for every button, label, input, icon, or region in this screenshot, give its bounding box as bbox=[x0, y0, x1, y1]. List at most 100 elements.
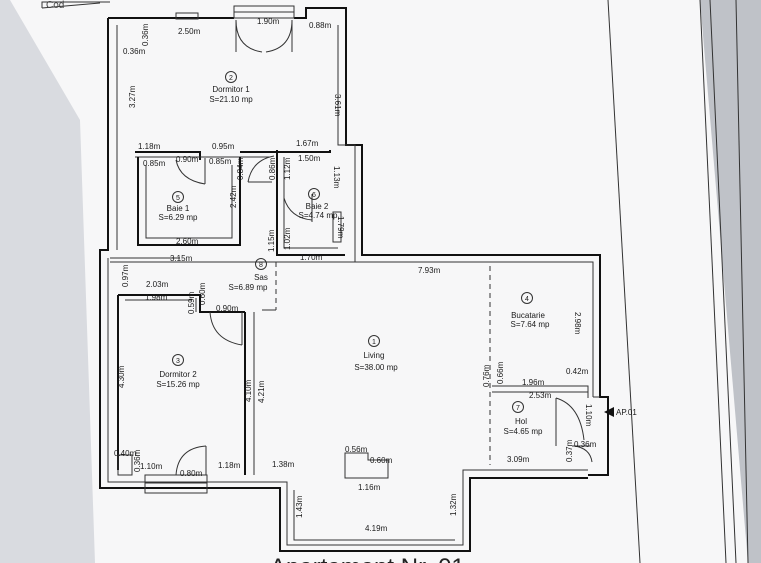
title-frame bbox=[41, 1, 110, 8]
dim-label: 1.10m bbox=[140, 462, 163, 471]
dim-label: 3.27m bbox=[128, 85, 137, 108]
baie-2-walls bbox=[276, 150, 345, 256]
dim-label: 1.12m bbox=[283, 157, 292, 180]
room-4-area: S=7.64 mp bbox=[511, 320, 550, 329]
room-8-number: 8 bbox=[259, 262, 263, 269]
dim-label: 2.53m bbox=[529, 391, 552, 400]
dim-label: 0.88m bbox=[309, 21, 332, 30]
dim-label: 4.21m bbox=[257, 380, 266, 403]
room-8-name: Sas bbox=[254, 273, 268, 282]
dim-label: 0.36m bbox=[141, 23, 150, 46]
door-swing-1 bbox=[247, 155, 275, 183]
dim-label: 1.16m bbox=[358, 483, 381, 492]
dim-label: 3.09m bbox=[507, 455, 530, 464]
dim-label: 1.67m bbox=[296, 139, 319, 148]
room-2-label: 2 Dormitor 1 S=21.10 mp bbox=[209, 71, 253, 104]
dim-label: 0.36m bbox=[133, 449, 142, 472]
sheet-border-lines bbox=[607, 0, 749, 563]
corner-title-text: Cod bbox=[46, 0, 64, 11]
room-1-name: Living bbox=[364, 351, 385, 360]
dim-label: 3.61m bbox=[333, 94, 342, 117]
dim-label: 1.70m bbox=[300, 253, 323, 262]
dim-label: 4.10m bbox=[244, 379, 253, 402]
window-top bbox=[233, 5, 295, 53]
dim-label: 0.90m bbox=[216, 304, 239, 313]
door-swing-3 bbox=[175, 445, 207, 476]
dim-label: 1.79m bbox=[336, 216, 345, 239]
dim-label: 1.10m bbox=[584, 404, 593, 427]
dim-label: 1.38m bbox=[272, 460, 295, 469]
dim-label: 0.56m bbox=[345, 445, 368, 454]
room-1-number: 1 bbox=[372, 339, 376, 346]
dim-label: 0.97m bbox=[121, 264, 130, 287]
dim-label: 4.30m bbox=[117, 365, 126, 388]
room-6-label: 6 Baie 2 S=4.74 mp bbox=[299, 188, 338, 220]
room-5-number: 5 bbox=[176, 195, 180, 202]
background-edge bbox=[700, 0, 761, 563]
dim-label: 0.36m bbox=[123, 47, 146, 56]
room-2-number: 2 bbox=[229, 75, 233, 82]
room-5-label: 5 Baie 1 S=6.29 mp bbox=[159, 191, 198, 222]
room-1-area: S=38.00 mp bbox=[354, 363, 398, 372]
dim-label: 0.40m bbox=[114, 449, 137, 458]
dimension-labels: 2.50m 1.90m 0.88m 0.36m 1.18m 0.95m 1.67… bbox=[114, 17, 597, 533]
dim-label: 1.32m bbox=[449, 493, 458, 516]
apartment-title: Apartament Nr. 01 bbox=[270, 554, 465, 563]
entrance-label: AP.01 bbox=[616, 408, 637, 417]
dim-label: 0.59m bbox=[187, 291, 196, 314]
room-8-area: S=6.89 mp bbox=[229, 283, 268, 292]
dim-label: 1.02m bbox=[283, 227, 292, 250]
dim-label: 7.93m bbox=[418, 266, 441, 275]
dim-label: 0.95m bbox=[212, 142, 235, 151]
room-1-label: 1 Living S=38.00 mp bbox=[354, 335, 398, 372]
dim-label: 1.90m bbox=[257, 17, 280, 26]
room-7-label: 7 Hol S=4.65 mp bbox=[504, 401, 543, 436]
dim-label: 1.43m bbox=[295, 495, 304, 518]
dim-label: 2.60m bbox=[176, 237, 199, 246]
room-labels: 2 Dormitor 1 S=21.10 mp 5 Baie 1 S=6.29 … bbox=[156, 71, 550, 436]
room-3-name: Dormitor 2 bbox=[159, 370, 197, 379]
dim-label: 0.85m bbox=[143, 159, 166, 168]
room-4-name: Bucatarie bbox=[511, 311, 545, 320]
dim-label: 1.50m bbox=[298, 154, 321, 163]
room-6-area: S=4.74 mp bbox=[299, 211, 338, 220]
dim-label: 0.84m bbox=[236, 157, 245, 180]
dim-label: 1.15m bbox=[267, 229, 276, 252]
paper-sheet bbox=[10, 0, 750, 563]
interior-walls bbox=[110, 257, 355, 475]
room-3-area: S=15.26 mp bbox=[156, 380, 200, 389]
room-4-number: 4 bbox=[525, 296, 529, 303]
room-7-number: 7 bbox=[516, 405, 520, 412]
dim-label: 0.66m bbox=[496, 361, 505, 384]
dim-label: 0.85m bbox=[209, 157, 232, 166]
dim-label: 3.15m bbox=[170, 254, 193, 263]
dim-label: 1.98m bbox=[145, 293, 168, 302]
dim-label: 2.98m bbox=[573, 312, 582, 335]
dim-label: 0.86m bbox=[268, 157, 277, 180]
dim-label: 1.18m bbox=[218, 461, 241, 470]
balcony-steps bbox=[117, 454, 208, 494]
dim-label: 0.60m bbox=[370, 456, 393, 465]
room-2-area: S=21.10 mp bbox=[209, 95, 253, 104]
entrance-arrow bbox=[604, 407, 614, 417]
room-3-number: 3 bbox=[176, 358, 180, 365]
room-2-name: Dormitor 1 bbox=[212, 85, 250, 94]
dim-label: 0.36m bbox=[574, 440, 597, 449]
room-7-area: S=4.65 mp bbox=[504, 427, 543, 436]
baie-1-walls bbox=[137, 157, 241, 246]
room-6-name: Baie 2 bbox=[306, 202, 329, 211]
room-4-label: 4 Bucatarie S=7.64 mp bbox=[511, 292, 550, 329]
room-3-label: 3 Dormitor 2 S=15.26 mp bbox=[156, 354, 200, 389]
room-8-label: 8 Sas S=6.89 mp bbox=[229, 258, 268, 292]
entrance-door bbox=[555, 397, 585, 441]
small-window bbox=[175, 12, 199, 20]
door-swing-2 bbox=[209, 311, 243, 346]
dim-label: 1.96m bbox=[522, 378, 545, 387]
room-5-name: Baie 1 bbox=[167, 204, 190, 213]
dim-label: 1.13m bbox=[332, 166, 341, 189]
dim-label: 4.19m bbox=[365, 524, 388, 533]
dim-label: 1.18m bbox=[138, 142, 161, 151]
room-7-name: Hol bbox=[515, 417, 527, 426]
